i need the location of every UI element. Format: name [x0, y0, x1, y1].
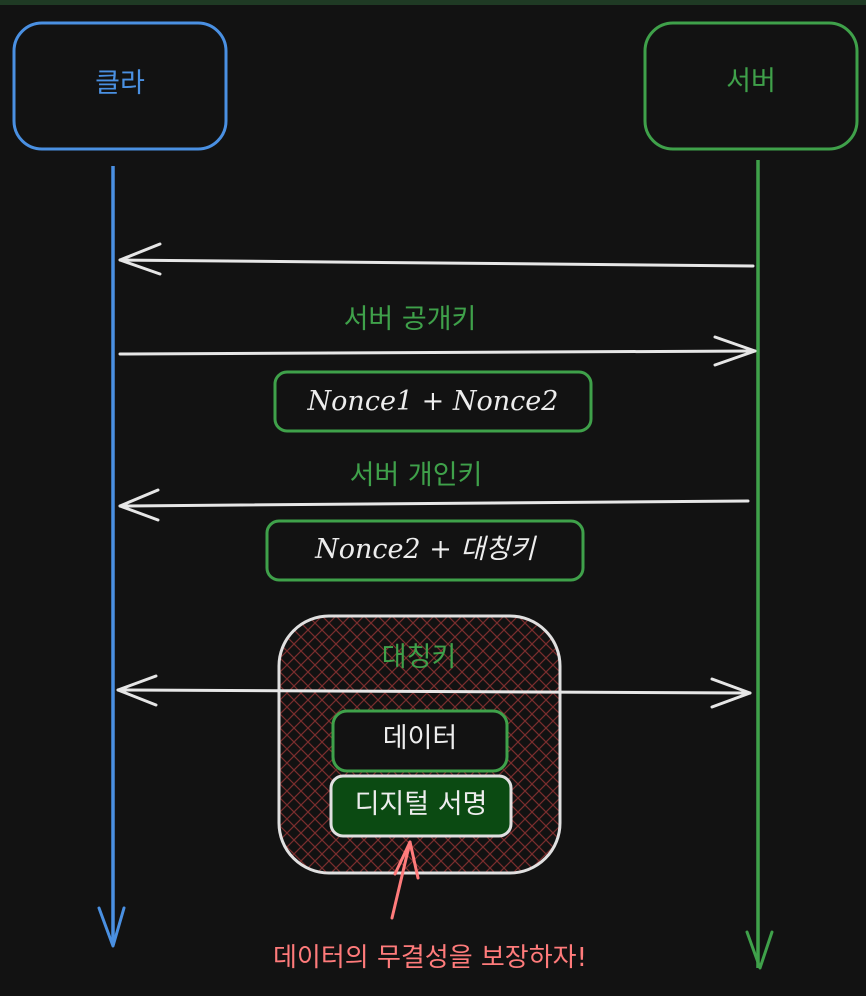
client-lifeline	[97, 166, 126, 948]
annotation-arrow	[390, 840, 420, 920]
signature-box: 디지털 서명	[329, 774, 513, 838]
message-2-payload: Nonce1 + Nonce2	[307, 386, 559, 417]
annotation-text: 데이터의 무결성을 보장하자!	[273, 943, 587, 973]
client-label: 클라	[95, 68, 145, 99]
message-3-payload-box: Nonce2 + 대칭키	[265, 519, 585, 582]
message-2-label: 서버 공개키	[344, 304, 477, 335]
message-2-arrow	[118, 335, 757, 367]
message-2-payload-box: Nonce1 + Nonce2	[273, 370, 593, 433]
message-4-label: 대칭키	[382, 642, 457, 673]
data-box: 데이터	[331, 709, 509, 773]
server-lifeline	[745, 160, 774, 970]
client-actor: 클라	[12, 21, 228, 151]
signature-label: 디지털 서명	[355, 789, 488, 820]
message-3-label: 서버 개인키	[350, 460, 483, 491]
top-bar	[0, 0, 866, 5]
data-label: 데이터	[383, 723, 458, 754]
message-4-arrow	[116, 674, 752, 709]
server-label: 서버	[726, 66, 776, 97]
message-3-payload: Nonce2 + 대칭키	[314, 534, 537, 565]
server-actor: 서버	[643, 21, 859, 151]
message-1-arrow	[118, 242, 755, 276]
message-3-arrow	[118, 488, 750, 522]
